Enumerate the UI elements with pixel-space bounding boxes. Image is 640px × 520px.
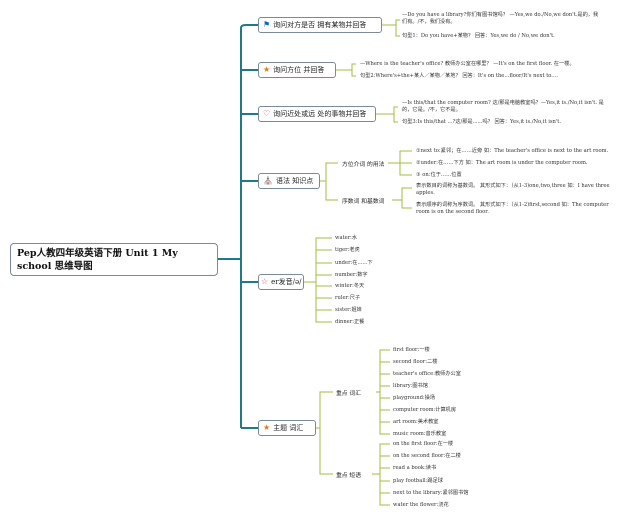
- branch-label: er发音/ə/: [271, 278, 302, 286]
- branch-label: 询问对方是否 拥有某物并回答: [273, 21, 367, 29]
- root-title: Pep人教四年级英语下册 Unit 1 My school 思维导图: [17, 248, 178, 272]
- note-line: —Do you have a library?你们有图书馆吗？ —Yes,we …: [402, 12, 599, 25]
- list-item: teacher's office:教师办公室: [393, 371, 461, 377]
- root-node[interactable]: Pep人教四年级英语下册 Unit 1 My school 思维导图: [10, 243, 218, 276]
- note-line: 表示顺序的词称为序数词。 其形式如下：（从1-2)first,second 如：…: [416, 202, 609, 215]
- list-item: read a book:读书: [393, 465, 437, 471]
- list-item: tiger:老虎: [335, 247, 360, 253]
- note-line: —Is this/that the computer room? 这/那是电脑教…: [402, 100, 604, 113]
- sub-topic-prepositions[interactable]: 方位介词 的用法: [342, 162, 385, 168]
- note-line: 句型1：Do you have+某物？ 回答：Yes,we do / No,we…: [402, 33, 555, 39]
- note-line: ③ on:位于……位置: [416, 172, 462, 178]
- star-outline-icon: ☆: [261, 277, 269, 286]
- list-item: on the first floor:在一楼: [393, 441, 454, 447]
- heart-icon: ♡: [263, 109, 271, 118]
- list-item: sister:姐妹: [335, 307, 362, 313]
- sub-topic-key-words[interactable]: 重点 词汇: [336, 391, 362, 397]
- branch-label: 询问方位 并回答: [273, 66, 325, 74]
- sub-topic-numerals[interactable]: 序数词 和基数词: [342, 199, 385, 205]
- list-item: winter:冬天: [335, 283, 365, 289]
- branch-ask-location[interactable]: ★ 询问方位 并回答: [258, 62, 336, 78]
- list-item: playground:操场: [393, 395, 436, 401]
- list-item: on the second floor:在二楼: [393, 453, 461, 459]
- sub-topic-key-phrases[interactable]: 重点 短语: [336, 473, 362, 479]
- note-line: —Where is the teacher's office? 教师办公室在哪里…: [360, 61, 575, 67]
- list-item: second floor:二楼: [393, 359, 438, 365]
- list-item: library:图书馆: [393, 383, 428, 389]
- list-item: first floor:一楼: [393, 347, 430, 353]
- star-icon: ★: [263, 65, 271, 74]
- star-icon: ★: [263, 423, 271, 432]
- list-item: ruler:尺子: [335, 295, 361, 301]
- flag-icon: ⚑: [263, 20, 271, 29]
- list-item: art room:美术教室: [393, 419, 439, 425]
- branch-label: 语法 知识点: [275, 177, 314, 185]
- building-icon: ⛪: [263, 176, 273, 185]
- branch-ask-have[interactable]: ⚑ 询问对方是否 拥有某物并回答: [258, 17, 382, 33]
- list-item: water the flower:浇花: [393, 502, 449, 508]
- list-item: under:在......下: [335, 260, 373, 266]
- note-line: 句型2:Where's+the+某人／某物／某地？ 回答：It's on the…: [360, 73, 558, 79]
- branch-grammar[interactable]: ⛪ 语法 知识点: [258, 173, 320, 189]
- list-item: play football:踢足球: [393, 478, 443, 484]
- note-line: ②under:在……下方 如：The art room is under the…: [416, 160, 588, 166]
- note-line: 句型3:Is this/that ...?这/那是......吗？ 回答：Yes…: [402, 119, 562, 125]
- list-item: dinner:正餐: [335, 319, 365, 325]
- note-line: ①next to:紧邻；在……近旁 如：The teacher's office…: [416, 148, 609, 154]
- branch-label: 询问近处或远 处的事物并回答: [273, 110, 367, 118]
- branch-topic-vocab[interactable]: ★ 主题 词汇: [258, 420, 316, 436]
- branch-ask-near-far[interactable]: ♡ 询问近处或远 处的事物并回答: [258, 106, 376, 122]
- list-item: water:水: [335, 235, 358, 241]
- list-item: computer room:计算机房: [393, 407, 457, 413]
- branch-er-sound[interactable]: ☆ er发音/ə/: [258, 274, 304, 290]
- note-line: 表示数目的词称为基数词。 其形式如下：（从1-3)one,two,three 如…: [416, 183, 610, 196]
- list-item: number:数字: [335, 272, 368, 278]
- list-item: music room:音乐教室: [393, 431, 447, 437]
- branch-label: 主题 词汇: [273, 424, 304, 432]
- list-item: next to the library:紧邻图书馆: [393, 490, 469, 496]
